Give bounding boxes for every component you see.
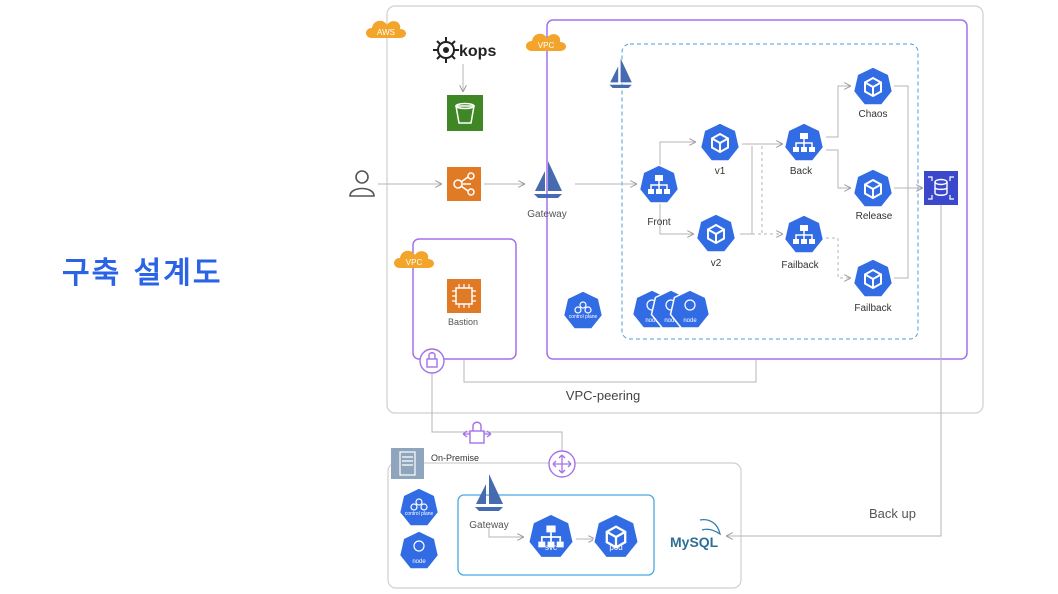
node-label: node xyxy=(645,318,659,324)
kops-logo-icon xyxy=(433,37,459,63)
on-premise-label: On-Premise xyxy=(431,453,479,463)
control-plane-icon: control plane xyxy=(562,290,604,330)
bastion-label: Bastion xyxy=(448,317,478,327)
load-balancer-icon xyxy=(447,167,481,201)
aws-cloud-icon: AWS xyxy=(366,20,406,38)
vpc-cloud-icon: VPC xyxy=(526,33,566,51)
vpc-bastion-box xyxy=(412,238,517,360)
mysql-logo-icon: MySQL xyxy=(670,518,721,550)
v2-label: v2 xyxy=(711,258,722,269)
istio-gateway-icon xyxy=(534,161,562,198)
onprem-node-icon: node xyxy=(398,530,440,570)
vpc-main-box xyxy=(546,19,968,360)
back-service-icon xyxy=(783,122,825,162)
node-stack-icon: node node node xyxy=(631,289,711,329)
failback-pod-label: Failback xyxy=(854,303,892,314)
onprem-node-label: node xyxy=(412,559,426,565)
v1-label: v1 xyxy=(715,166,726,177)
bastion-ec2-icon xyxy=(447,279,481,313)
release-label: Release xyxy=(856,211,893,222)
k8s-cluster-dashed-box xyxy=(621,43,919,340)
front-label: Front xyxy=(647,217,671,228)
chaos-pod-icon xyxy=(852,66,894,106)
vpc-bastion-cloud-icon: VPC xyxy=(394,250,434,268)
node-label: node xyxy=(683,318,697,324)
v2-pod-icon xyxy=(695,213,737,253)
istio-mesh-icon xyxy=(609,58,632,88)
vpc-peering-label: VPC-peering xyxy=(566,388,640,403)
onprem-gateway-label: Gateway xyxy=(469,520,508,531)
pod-label: pod xyxy=(609,543,622,552)
onprem-control-plane-icon: control plane xyxy=(398,487,440,527)
aws-label: AWS xyxy=(377,28,395,37)
user-icon xyxy=(349,170,375,197)
database-icon xyxy=(924,171,958,205)
s3-bucket-icon xyxy=(447,95,483,131)
mysql-label: MySQL xyxy=(670,534,719,550)
failback-pod-icon xyxy=(852,258,894,298)
aws-cloud-box xyxy=(386,5,984,414)
failback-service-icon xyxy=(783,214,825,254)
onprem-cluster-box xyxy=(457,494,655,576)
gateway-label: Gateway xyxy=(527,209,566,220)
backup-label: Back up xyxy=(869,506,916,521)
failback-service-label: Failback xyxy=(781,260,819,271)
vpc-bastion-label: VPC xyxy=(406,258,423,267)
lock-icon xyxy=(419,348,445,374)
svc-label: svc xyxy=(545,543,557,552)
kops-label: kops xyxy=(459,43,496,60)
vpn-lock-icon xyxy=(462,421,492,444)
chaos-label: Chaos xyxy=(859,109,888,120)
v1-pod-icon xyxy=(699,122,741,162)
back-label: Back xyxy=(790,166,813,177)
release-pod-icon xyxy=(852,168,894,208)
vpc-main-label: VPC xyxy=(538,41,555,50)
onprem-control-plane-label: control plane xyxy=(405,511,434,517)
server-icon xyxy=(391,448,424,479)
front-service-icon xyxy=(638,164,680,204)
node-label: node xyxy=(664,318,678,324)
onprem-istio-gateway-icon xyxy=(475,474,503,511)
page-title: 구축 설계도 xyxy=(62,256,223,291)
control-plane-label: control plane xyxy=(569,314,598,320)
router-icon xyxy=(548,450,576,478)
